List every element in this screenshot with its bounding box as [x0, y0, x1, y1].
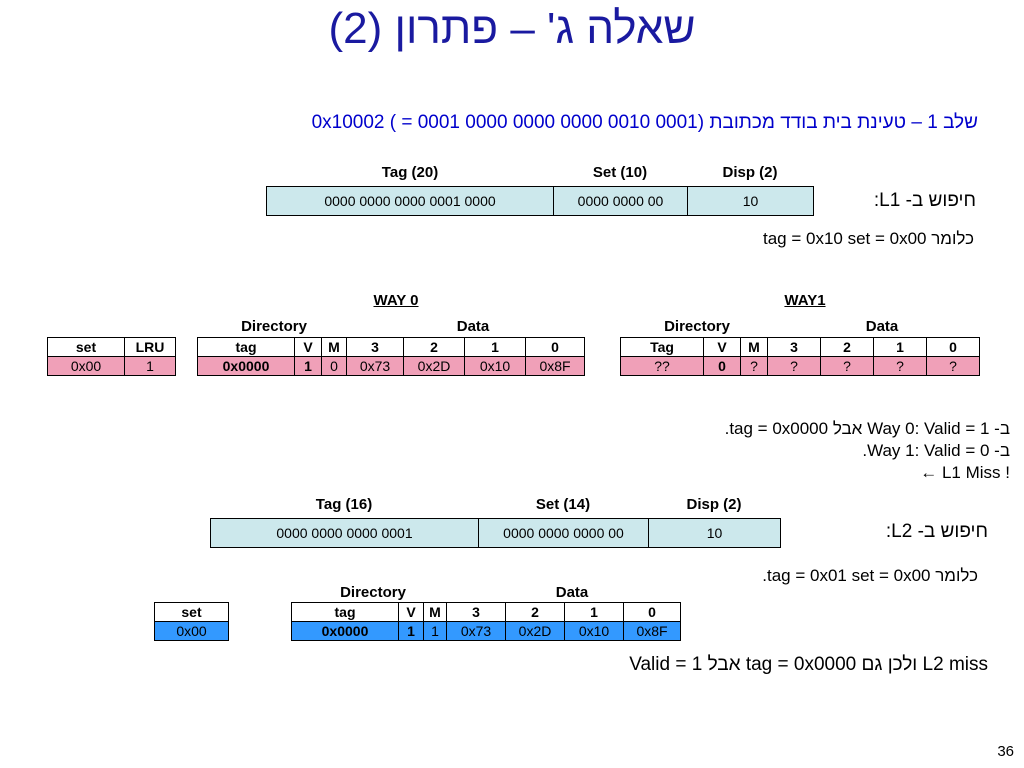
way1-m-header: M [740, 337, 768, 357]
way0-byte1-header: 1 [464, 337, 526, 357]
l1-set-header: Set (10) [592, 164, 648, 181]
slide-title: שאלה ג' – פתרון (2) [328, 4, 696, 53]
way0-directory-label: Directory [241, 318, 307, 335]
way0-m-header: M [321, 337, 347, 357]
l1-disp-header: Disp (2) [722, 164, 778, 181]
way0-table: tag V M 3 2 1 0 0x0000 1 0 0x73 0x2D 0x1… [197, 337, 585, 376]
l2-disp-header: Disp (2) [686, 496, 742, 513]
lru-lru-header: LRU [124, 337, 176, 357]
l2-v-header: V [398, 602, 424, 622]
way1-directory-label: Directory [664, 318, 730, 335]
l2-tag-cell: 0x0000 [291, 621, 399, 641]
l2-v-cell: 1 [398, 621, 424, 641]
way1-title: WAY1 [784, 292, 826, 309]
way0-tag-header: tag [197, 337, 295, 357]
l2-byte2-header: 2 [505, 602, 565, 622]
l2-set-value-cell: 0x00 [154, 621, 229, 641]
l2-meaning: כלומר tag = 0x01 set = 0x00. [762, 566, 978, 585]
way0-title: WAY 0 [373, 292, 419, 309]
way1-byte3-header: 3 [767, 337, 821, 357]
l2-byte3-cell: 0x73 [446, 621, 506, 641]
l2-address-fields: 0000 0000 0000 0001 0000 0000 0000 00 10 [210, 518, 781, 548]
way0-tag-value: 0x0000 [197, 356, 295, 376]
l2-set-table: set 0x00 [154, 602, 229, 641]
l2-tag-value: 0000 0000 0000 0001 [210, 518, 479, 548]
way1-tag-value: ?? [620, 356, 704, 376]
way1-byte1-header: 1 [873, 337, 927, 357]
way1-byte1-value: ? [873, 356, 927, 376]
l1-address-fields: 0000 0000 0000 0001 0000 0000 0000 00 10 [266, 186, 814, 216]
l1-tag-value: 0000 0000 0000 0001 0000 [266, 186, 554, 216]
l2-byte2-cell: 0x2D [505, 621, 565, 641]
l2-byte0-header: 0 [623, 602, 681, 622]
l2-byte3-header: 3 [446, 602, 506, 622]
way1-byte3-value: ? [767, 356, 821, 376]
way0-v-header: V [294, 337, 322, 357]
way0-m-value: 0 [321, 356, 347, 376]
way1-table: Tag V M 3 2 1 0 ?? 0 ? ? ? ? ? [620, 337, 980, 376]
l2-data-label: Data [555, 584, 589, 601]
l1-meaning: כלומר tag = 0x10 set = 0x00 [762, 229, 974, 248]
way1-byte0-value: ? [926, 356, 980, 376]
note-l1-miss: ← L1 Miss ! [920, 463, 1010, 482]
way1-m-value: ? [740, 356, 768, 376]
way1-byte2-value: ? [820, 356, 874, 376]
l2-m-header: M [423, 602, 447, 622]
way1-data-label: Data [865, 318, 899, 335]
way0-byte2-header: 2 [403, 337, 465, 357]
l2-set-value: 0000 0000 0000 00 [478, 518, 649, 548]
step1-line: שלב 1 – טעינת בית בודד מכתובת 0x10002 ( … [311, 112, 978, 133]
way1-byte0-header: 0 [926, 337, 980, 357]
note-way0: ב- Way 0: Valid = 1 אבל tag = 0x0000. [724, 419, 1010, 438]
way0-byte1-value: 0x10 [464, 356, 526, 376]
way0-byte3-header: 3 [346, 337, 404, 357]
lru-set-header: set [47, 337, 125, 357]
l2-tag-col-header: tag [291, 602, 399, 622]
way0-byte0-header: 0 [525, 337, 585, 357]
l2-tag-header: Tag (16) [315, 496, 373, 513]
way1-byte2-header: 2 [820, 337, 874, 357]
way0-byte2-value: 0x2D [403, 356, 465, 376]
way1-tag-header: Tag [620, 337, 704, 357]
l2-disp-value: 10 [648, 518, 781, 548]
l2-set-header: Set (14) [535, 496, 591, 513]
way0-data-label: Data [456, 318, 490, 335]
l2-byte1-cell: 0x10 [564, 621, 624, 641]
l2-data-table: tag V M 3 2 1 0 0x0000 1 1 0x73 0x2D 0x1… [291, 602, 681, 641]
l2-byte0-cell: 0x8F [623, 621, 681, 641]
way1-v-value: 0 [703, 356, 741, 376]
way0-byte0-value: 0x8F [525, 356, 585, 376]
l2-set-header-cell: set [154, 602, 229, 622]
lru-lru-value: 1 [124, 356, 176, 376]
l1-disp-value: 10 [687, 186, 814, 216]
l2-search-label: חיפוש ב- L2: [885, 521, 988, 542]
page-number: 36 [997, 743, 1014, 760]
conclusion-line: Valid = 1 אבל tag = 0x0000 ולכן גם L2 mi… [629, 654, 988, 675]
l2-m-cell: 1 [423, 621, 447, 641]
l2-directory-label: Directory [340, 584, 406, 601]
way0-byte3-value: 0x73 [346, 356, 404, 376]
way1-v-header: V [703, 337, 741, 357]
lru-table: set LRU 0x00 1 [47, 337, 176, 376]
l2-byte1-header: 1 [564, 602, 624, 622]
way0-v-value: 1 [294, 356, 322, 376]
l1-set-value: 0000 0000 00 [553, 186, 688, 216]
note-way1: ב- Way 1: Valid = 0. [862, 441, 1010, 460]
l1-search-label: חיפוש ב- L1: [873, 190, 976, 211]
lru-set-value: 0x00 [47, 356, 125, 376]
l1-tag-header: Tag (20) [381, 164, 439, 181]
